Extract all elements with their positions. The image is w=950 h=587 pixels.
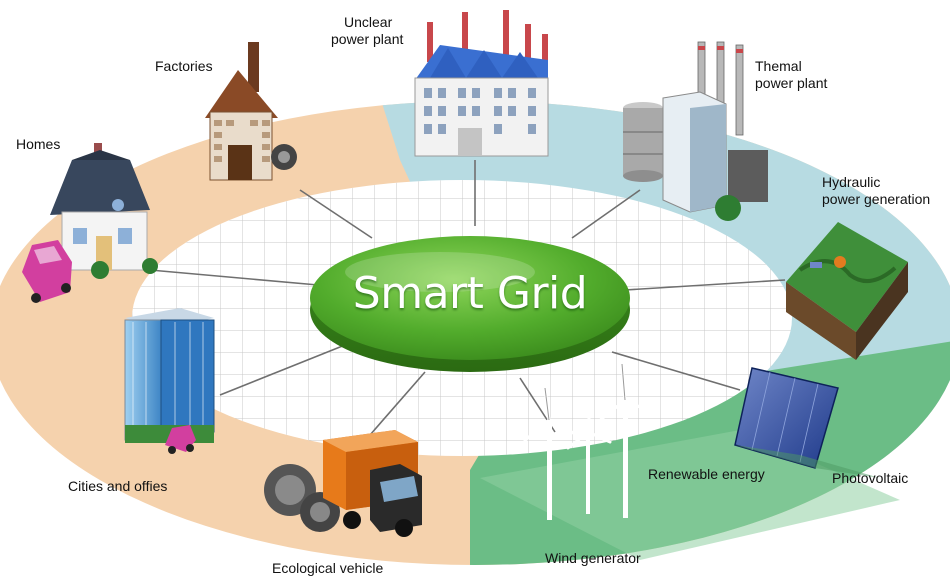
label-wind: Wind generator xyxy=(545,550,641,566)
smart-grid-disc xyxy=(310,236,630,372)
label-renewable: Renewable energy xyxy=(648,466,765,482)
label-photovoltaic: Photovoltaic xyxy=(832,470,909,486)
nuclear-plant-icon xyxy=(414,10,549,157)
connection-lines xyxy=(149,160,786,436)
diagram-title: Smart Grid xyxy=(352,268,588,319)
label-homes: Homes xyxy=(16,136,61,152)
line-ecological xyxy=(369,371,426,436)
office-building-icon xyxy=(124,308,215,454)
thermal-plant-icon xyxy=(623,41,768,221)
label-nuclear-line1: Unclear xyxy=(344,14,393,30)
home-icon xyxy=(22,143,158,303)
wind-turbines-icon xyxy=(523,362,656,520)
photovoltaic-panel-icon xyxy=(734,367,880,478)
line-thermal xyxy=(571,189,641,239)
line-homes xyxy=(149,269,319,286)
line-photovoltaic xyxy=(611,351,741,391)
label-cities: Cities and offies xyxy=(68,478,168,494)
label-hydraulic-line1: Hydraulic xyxy=(822,174,881,190)
label-thermal-line1: Themal xyxy=(755,58,802,74)
line-factories xyxy=(299,189,373,239)
label-ecological: Ecological vehicle xyxy=(272,560,384,576)
label-factories: Factories xyxy=(155,58,213,74)
factory-icon xyxy=(205,42,297,181)
label-thermal-line2: power plant xyxy=(755,75,828,91)
label-hydraulic-line2: power generation xyxy=(822,191,931,207)
ecological-vehicle-icon xyxy=(264,430,422,537)
line-cities xyxy=(219,344,346,396)
line-hydraulic xyxy=(624,279,786,291)
hydraulic-icon xyxy=(786,222,908,360)
label-nuclear-line2: power plant xyxy=(331,31,404,47)
